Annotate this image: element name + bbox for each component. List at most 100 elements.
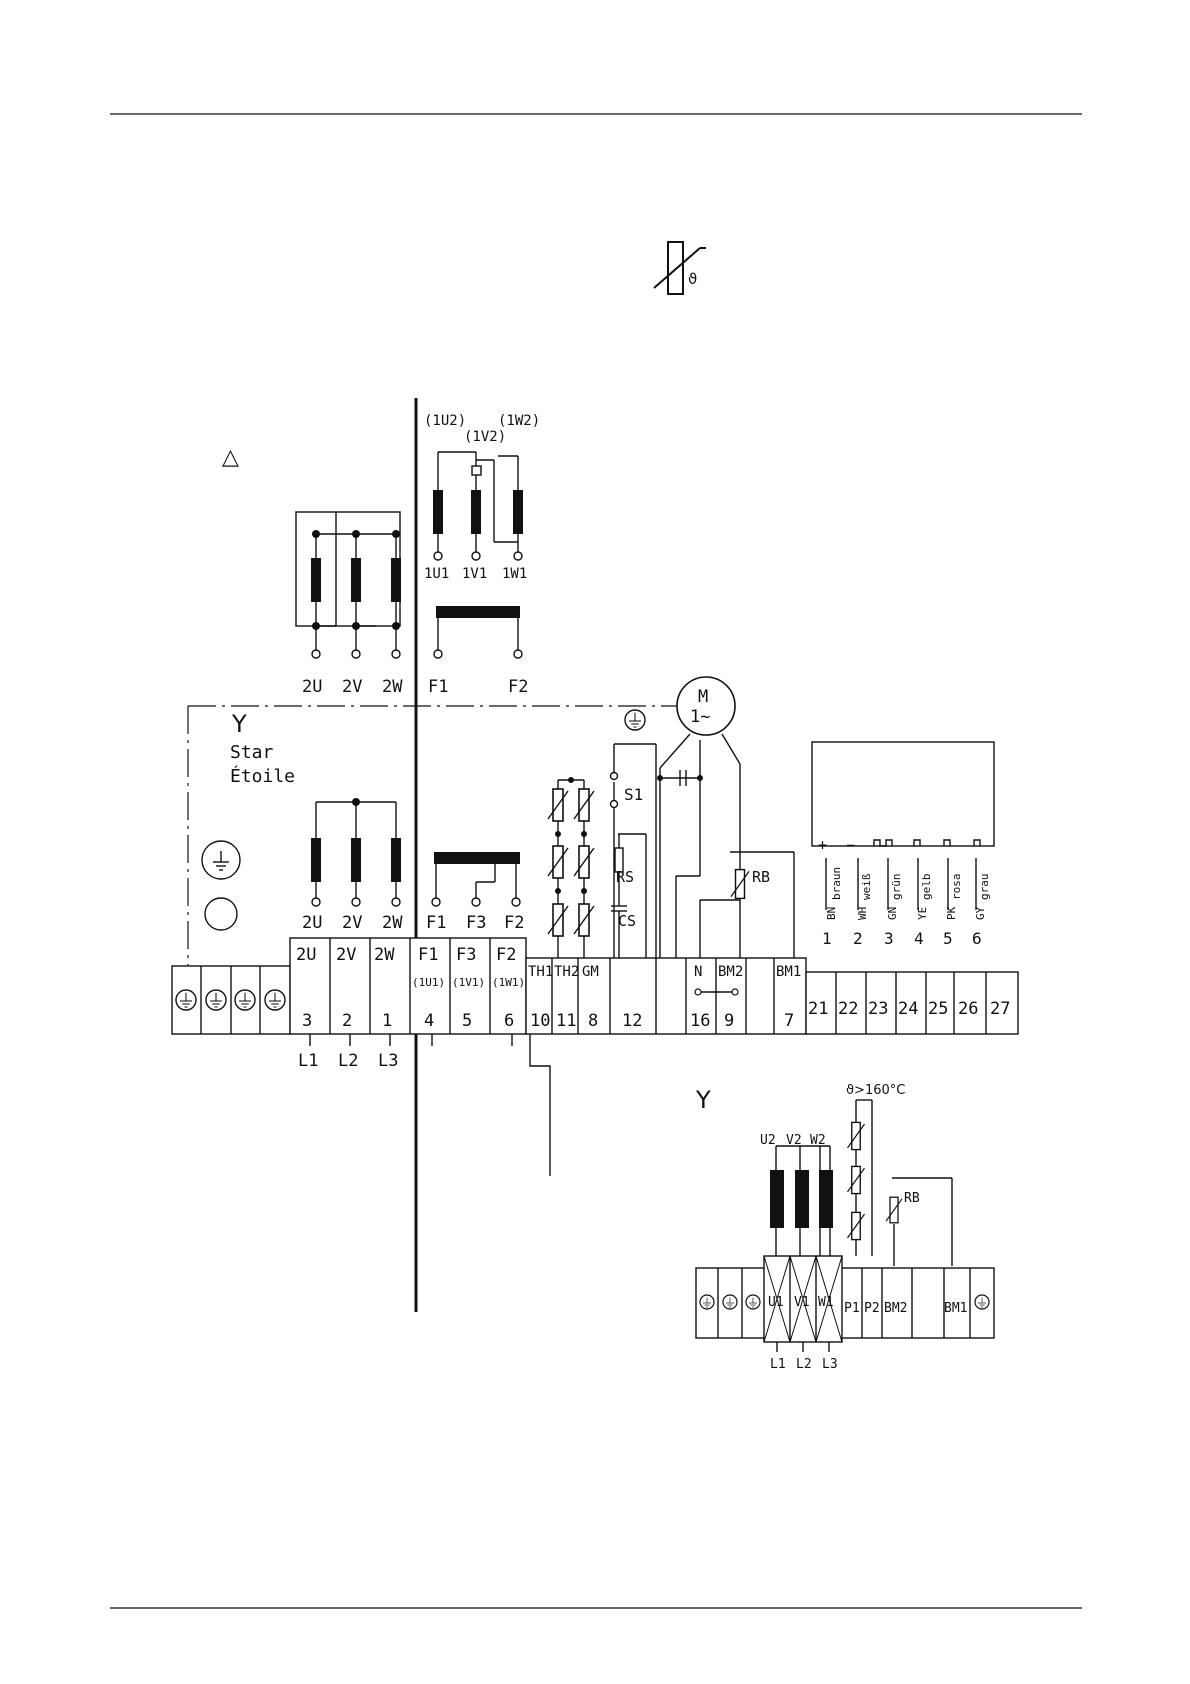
- wire-name-gelb: gelb: [920, 874, 933, 901]
- motor-earth-icon: [624, 709, 646, 731]
- block-number-27: 27: [990, 999, 1010, 1019]
- block-label-gm: GM: [582, 964, 599, 980]
- label-1v2: (1V2): [464, 429, 506, 445]
- star-detail-icon: Y: [695, 1086, 711, 1114]
- delta-icon: △: [222, 445, 239, 470]
- line-feeds: [309, 1034, 551, 1176]
- delta-winding-1: [433, 451, 523, 561]
- block-label-2w: 2W: [374, 945, 395, 965]
- line-l3: L3: [378, 1051, 398, 1071]
- block-number-8: 8: [588, 1011, 598, 1031]
- star-icon: Y: [231, 710, 247, 738]
- block-label-2v: 2V: [336, 945, 356, 965]
- ptc-thermistor-symbol: ϑ: [653, 241, 706, 295]
- wire-number-3: 3: [884, 929, 894, 948]
- block-number-24: 24: [898, 999, 918, 1019]
- block-number-1: 1: [382, 1011, 392, 1031]
- detail-terminal-v1: V1: [794, 1295, 810, 1310]
- block-number-7: 7: [784, 1011, 794, 1031]
- wire-code-gn: GN: [886, 907, 899, 920]
- wire-code-bn: BN: [825, 907, 838, 920]
- sensor-plus: +: [818, 836, 827, 854]
- motor-lead-b: [721, 733, 741, 765]
- wire-number-6: 6: [972, 929, 982, 948]
- block-label-th1: TH1: [528, 964, 553, 980]
- star-terminal-2u: 2U: [302, 913, 322, 933]
- delta-terminal-f2: F2: [508, 677, 528, 697]
- block-number-26: 26: [958, 999, 978, 1019]
- label-cs: CS: [618, 912, 636, 930]
- coil-w2: W2: [810, 1133, 826, 1148]
- delta-terminal-2v: 2V: [342, 677, 362, 697]
- block-label-bm1: BM1: [776, 964, 801, 980]
- delta-winding-2: [295, 511, 401, 659]
- block-number-22: 22: [838, 999, 858, 1019]
- wire-name-gruen: grün: [890, 874, 903, 901]
- coil-u2: U2: [760, 1133, 776, 1148]
- detail-line-l3: L3: [822, 1357, 838, 1372]
- thermistor-chain-th1: [547, 780, 569, 958]
- n-bm2-link: [694, 988, 739, 996]
- block-number-21: 21: [808, 999, 828, 1019]
- wire-name-rosa: rosa: [950, 874, 963, 901]
- block-label-bm2: BM2: [718, 964, 743, 980]
- rs-cs-network: [611, 833, 647, 958]
- star-terminal-f1: F1: [426, 913, 446, 933]
- detail-line-l2: L2: [796, 1357, 812, 1372]
- label-1v1: 1V1: [462, 566, 487, 582]
- star-title-en: Star: [230, 742, 274, 763]
- label-rb: RB: [752, 868, 770, 886]
- main-terminal-block: [171, 937, 1019, 1035]
- wire-number-4: 4: [914, 929, 924, 948]
- wire-name-weiss: weiß: [860, 873, 873, 900]
- wire-name-grau: grau: [978, 874, 991, 901]
- delta-terminal-2w: 2W: [382, 677, 403, 697]
- theta-symbol: ϑ: [688, 270, 697, 288]
- label-1w2: (1W2): [498, 413, 540, 429]
- block-number-5: 5: [462, 1011, 472, 1031]
- block-label-2u: 2U: [296, 945, 316, 965]
- line-l2: L2: [338, 1051, 358, 1071]
- block-number-9: 9: [724, 1011, 734, 1031]
- block-label-f2: F2: [496, 945, 516, 965]
- block-sub-1u1: (1U1): [412, 976, 445, 989]
- detail-terminal-u1: U1: [768, 1295, 784, 1310]
- star-f-winding: [431, 852, 521, 907]
- earth-ground-icon: [201, 840, 241, 880]
- block-number-3: 3: [302, 1011, 312, 1031]
- detail-terminal-bm2: BM2: [884, 1301, 907, 1316]
- block-number-4: 4: [424, 1011, 434, 1031]
- motor-lead-a: [659, 733, 691, 769]
- star-detail-windings: [770, 1099, 953, 1266]
- delta-terminal-f1: F1: [428, 677, 448, 697]
- detail-line-l1: L1: [770, 1357, 786, 1372]
- wire-number-5: 5: [943, 929, 953, 948]
- empty-terminal-circle: [204, 897, 238, 931]
- block-number-11: 11: [556, 1011, 576, 1031]
- wire-code-wh: WH: [856, 907, 869, 920]
- rb-thermistor: [730, 851, 795, 958]
- star-terminal-2v: 2V: [342, 913, 362, 933]
- block-number-25: 25: [928, 999, 948, 1019]
- line-l1: L1: [298, 1051, 318, 1071]
- delta-f-winding: [433, 606, 523, 659]
- star-terminal-f2: F2: [504, 913, 524, 933]
- sensor-minus: −: [846, 836, 855, 854]
- block-label-f1: F1: [418, 945, 438, 965]
- label-rs: RS: [616, 868, 634, 886]
- detail-terminal-w1: W1: [818, 1295, 834, 1310]
- block-earth-icons: [175, 989, 286, 1011]
- wire-name-braun: braun: [830, 867, 843, 900]
- wire-color-column: [825, 858, 977, 910]
- star-terminal-f3: F3: [466, 913, 486, 933]
- block-number-10: 10: [530, 1011, 550, 1031]
- wire-code-pk: PK: [945, 906, 958, 920]
- block-number-6: 6: [504, 1011, 514, 1031]
- label-1w1: 1W1: [502, 566, 527, 582]
- block-label-th2: TH2: [554, 964, 579, 980]
- wire-number-1: 1: [822, 929, 832, 948]
- block-number-2: 2: [342, 1011, 352, 1031]
- motor-label: M: [698, 687, 708, 707]
- wire-code-ye: YE: [916, 907, 929, 920]
